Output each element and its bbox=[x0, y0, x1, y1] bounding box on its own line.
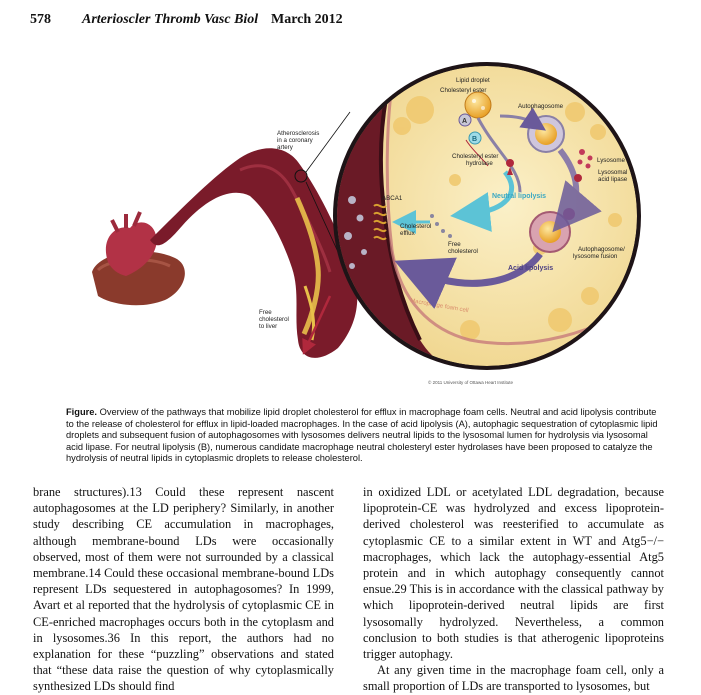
cholesterol-efflux-label-2: efflux bbox=[400, 230, 416, 237]
free-cholesterol-liver-label-1: Free bbox=[259, 309, 272, 316]
left-column-text: brane structures).13 Could these represe… bbox=[33, 485, 334, 694]
neutral-lipolysis-label: Neutral lipolysis bbox=[492, 193, 546, 200]
marker-a: A bbox=[462, 118, 467, 125]
caption-label: Figure. bbox=[66, 407, 97, 417]
issue-date: March 2012 bbox=[271, 12, 343, 27]
cholesteryl-ester-label: Cholesteryl ester bbox=[440, 87, 486, 94]
free-cholesterol-liver-label-2: cholesterol bbox=[259, 316, 289, 323]
heart-illustration bbox=[105, 211, 157, 276]
free-cholesterol-liver-label-3: to liver bbox=[259, 323, 277, 330]
caption-text: Overview of the pathways that mobilize l… bbox=[66, 407, 658, 464]
lysosomal-acid-lipase-label-1: Lysosomal bbox=[598, 169, 627, 176]
foam-cell-magnification: Macrophage foam cell bbox=[333, 62, 641, 370]
journal-name: Arterioscler Thromb Vasc Biol bbox=[82, 12, 259, 27]
free-cholesterol-label-1: Free bbox=[448, 241, 461, 248]
right-column-paragraph-1: in oxidized LDL or acetylated LDL degrad… bbox=[363, 485, 664, 662]
body-left-column: brane structures).13 Could these represe… bbox=[33, 484, 334, 695]
cholesterol-efflux-label-1: Cholesterol bbox=[400, 223, 431, 230]
autophagosome-label: Autophagosome bbox=[518, 103, 564, 110]
copyright-label: © 2011 University of Ottawa Heart Instit… bbox=[428, 379, 514, 385]
coronary-artery bbox=[150, 111, 361, 358]
ce-hydrolase-label-2: hydrolase bbox=[466, 160, 493, 167]
free-cholesterol-label-2: cholesterol bbox=[448, 248, 478, 255]
lysosomal-acid-lipase-label-2: acid lipase bbox=[598, 176, 628, 183]
ce-hydrolase-label-1: Cholesteryl ester bbox=[452, 153, 498, 160]
atherosclerosis-label-1: Atherosclerosis bbox=[277, 130, 319, 137]
figure-caption: Figure. Overview of the pathways that mo… bbox=[66, 407, 666, 465]
abca1-label: ABCA1 bbox=[382, 195, 403, 202]
fusion-label-2: lysosome fusion bbox=[573, 253, 618, 260]
figure-labels: Atherosclerosis in a coronary artery Fre… bbox=[259, 77, 628, 385]
body-right-column: in oxidized LDL or acetylated LDL degrad… bbox=[363, 484, 664, 695]
right-column-paragraph-2: At any given time in the macrophage foam… bbox=[363, 663, 664, 694]
fusion-label-1: Autophagosome/ bbox=[578, 246, 625, 253]
atherosclerosis-label-2: in a coronary bbox=[277, 137, 314, 144]
lipid-droplet-label: Lipid droplet bbox=[456, 77, 490, 84]
atherosclerosis-label-3: artery bbox=[277, 144, 294, 151]
figure-illustration: Macrophage foam cell bbox=[92, 62, 641, 385]
page-number: 578 bbox=[30, 12, 51, 27]
acid-lipolysis-label: Acid lipolysis bbox=[508, 265, 553, 272]
lysosome-label: Lysosome bbox=[597, 157, 626, 164]
marker-b: B bbox=[472, 136, 477, 143]
